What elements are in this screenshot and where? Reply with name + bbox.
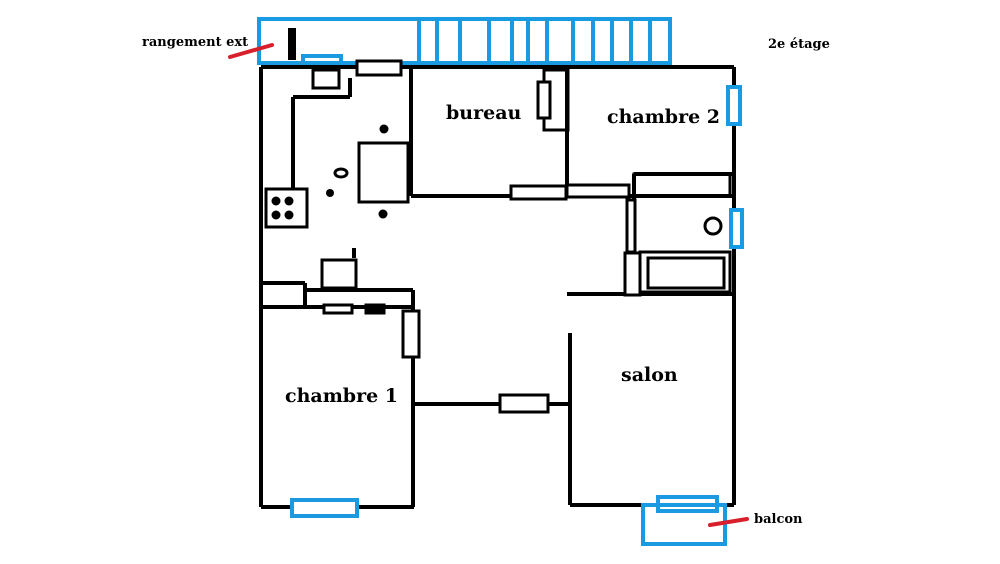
dining-table xyxy=(357,141,410,204)
room-label-bureau: bureau xyxy=(446,102,522,124)
storage-label: rangement ext xyxy=(142,35,249,50)
bathroom-fixtures xyxy=(632,172,732,294)
washbasin xyxy=(703,216,723,236)
doors xyxy=(401,68,642,414)
kitchen-cabinet xyxy=(355,59,403,77)
counter-dark xyxy=(364,303,386,315)
chair-marks xyxy=(326,124,413,258)
room-label-salon: salon xyxy=(621,364,678,386)
storage-marker xyxy=(228,43,274,59)
exterior-storage xyxy=(257,17,672,68)
floor-label: 2e étage xyxy=(768,37,830,52)
bathroom-cabinet xyxy=(632,172,732,198)
stove xyxy=(264,187,309,229)
fridge xyxy=(320,258,358,290)
table-oval xyxy=(333,167,349,179)
bathtub xyxy=(638,250,732,294)
room-label-chambre1: chambre 1 xyxy=(285,385,399,407)
balcony-label: balcon xyxy=(754,512,803,527)
room-label-chambre2: chambre 2 xyxy=(607,106,721,128)
window-bathroom xyxy=(729,208,744,249)
balcony-marker xyxy=(708,517,749,527)
window-chambre1 xyxy=(290,498,359,518)
kitchen-fixtures xyxy=(264,59,410,315)
counter-block xyxy=(322,303,354,315)
storage-door xyxy=(288,28,296,60)
window-chambre2 xyxy=(726,85,742,126)
stove-burners xyxy=(271,196,294,220)
kitchen-sink xyxy=(311,68,341,90)
